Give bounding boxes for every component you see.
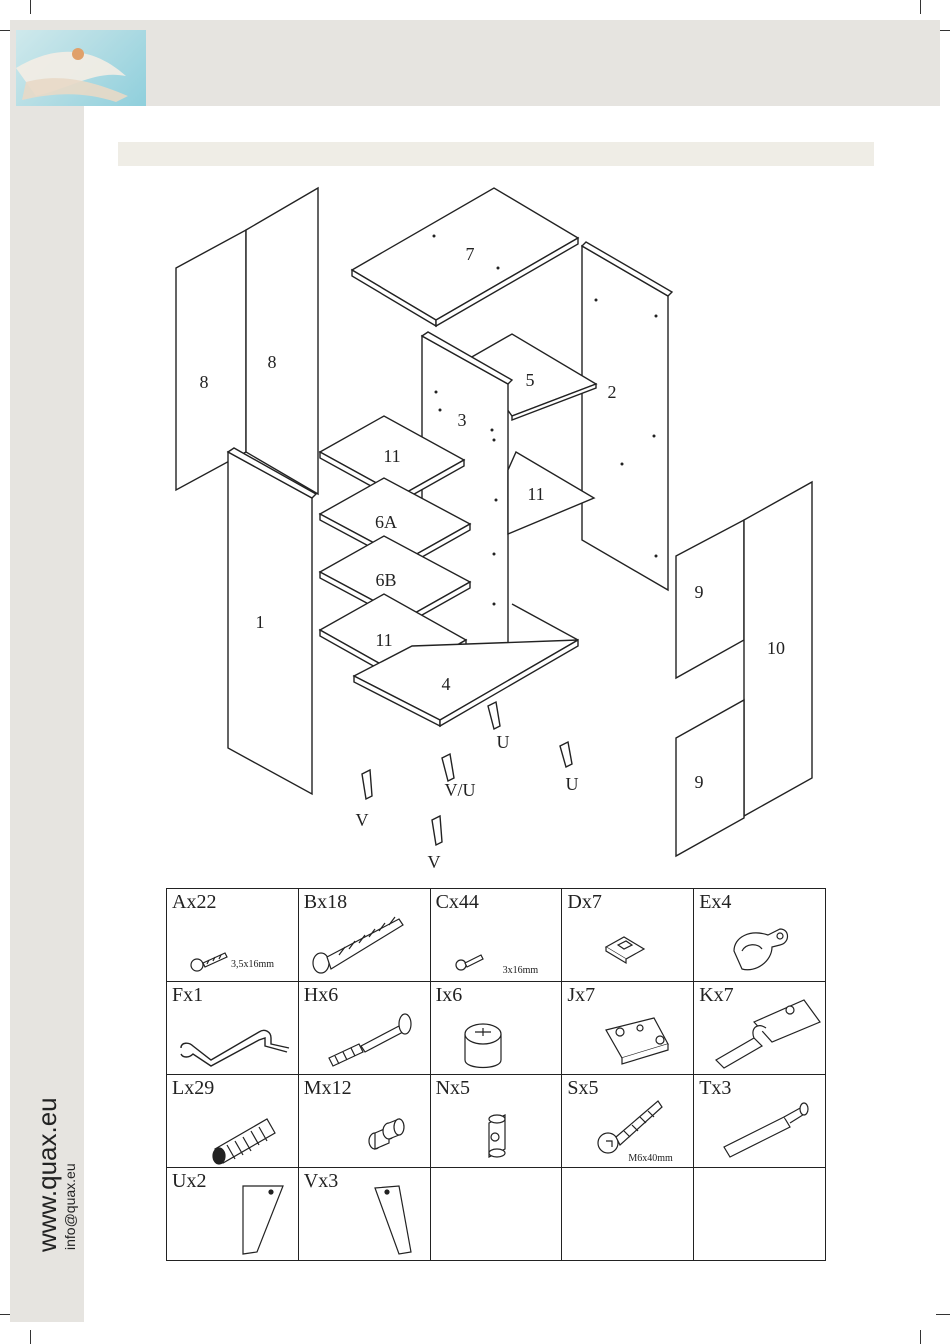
part-cell: Sx5 M6x40mm: [562, 1075, 694, 1168]
panel-9-bottom: [676, 700, 744, 856]
part-cell: Fx1: [167, 982, 299, 1075]
part-code: Hx6: [304, 984, 338, 1007]
table-row: Ux2 Vx3: [167, 1168, 826, 1261]
panel-8-right: [246, 188, 318, 494]
part-cell: Tx3: [694, 1075, 826, 1168]
part-dimension: 3x16mm: [503, 965, 539, 976]
crop-mark: [936, 1314, 950, 1315]
part-code: Ix6: [436, 984, 463, 1007]
empty-cell: [430, 1168, 562, 1261]
panel-10: [744, 482, 812, 816]
table-row: Ax22 3,5x16mm Bx18 Cx44 3x16mm Dx7 Ex4: [167, 889, 826, 982]
empty-cell: [562, 1168, 694, 1261]
part-cell: Mx12: [298, 1075, 430, 1168]
part-code: Ex4: [699, 891, 731, 914]
part-cell: Nx5: [430, 1075, 562, 1168]
part-code: Ax22: [172, 891, 216, 914]
part-code: Fx1: [172, 984, 203, 1007]
part-code: Cx44: [436, 891, 479, 914]
crop-mark: [920, 1330, 921, 1344]
part-cell: Lx29: [167, 1075, 299, 1168]
part-cell: Hx6: [298, 982, 430, 1075]
part-code: Kx7: [699, 984, 733, 1007]
part-cell: Ix6: [430, 982, 562, 1075]
panel-1: [228, 452, 312, 794]
part-cell: Bx18: [298, 889, 430, 982]
part-cell: Jx7: [562, 982, 694, 1075]
part-cell: Ax22 3,5x16mm: [167, 889, 299, 982]
part-dimension: M6x40mm: [628, 1153, 672, 1164]
leg: [560, 742, 572, 767]
part-code: Vx3: [304, 1170, 338, 1193]
panel-9-top: [676, 520, 744, 678]
leg: [432, 816, 442, 845]
part-code: Lx29: [172, 1077, 214, 1100]
leg: [488, 702, 500, 729]
part-code: Mx12: [304, 1077, 352, 1100]
part-code: Dx7: [567, 891, 601, 914]
part-cell: Cx44 3x16mm: [430, 889, 562, 982]
part-cell: Ux2: [167, 1168, 299, 1261]
assembly-diagram: [0, 0, 950, 880]
email-text: info@quax.eu: [62, 1163, 78, 1250]
panel-2: [582, 246, 668, 590]
hardware-table: Ax22 3,5x16mm Bx18 Cx44 3x16mm Dx7 Ex4 F…: [166, 888, 826, 1261]
part-cell: Dx7: [562, 889, 694, 982]
part-code: Nx5: [436, 1077, 470, 1100]
panel-11-right: [508, 452, 594, 534]
part-code: Ux2: [172, 1170, 206, 1193]
part-code: Tx3: [699, 1077, 731, 1100]
part-cell: Vx3: [298, 1168, 430, 1261]
crop-mark: [30, 1330, 31, 1344]
website-text: www.quax.eu: [32, 1097, 63, 1252]
table-row: Fx1 Hx6 Ix6 Jx7 Kx7: [167, 982, 826, 1075]
part-dimension: 3,5x16mm: [231, 959, 274, 970]
leg: [442, 754, 454, 781]
panel-7: [352, 188, 578, 320]
leg: [362, 770, 372, 799]
part-code: Jx7: [567, 984, 595, 1007]
part-code: Bx18: [304, 891, 347, 914]
empty-cell: [694, 1168, 826, 1261]
part-code: Sx5: [567, 1077, 598, 1100]
part-cell: Kx7: [694, 982, 826, 1075]
part-cell: Ex4: [694, 889, 826, 982]
table-row: Lx29 Mx12 Nx5 Sx5 M6x40mm Tx3: [167, 1075, 826, 1168]
